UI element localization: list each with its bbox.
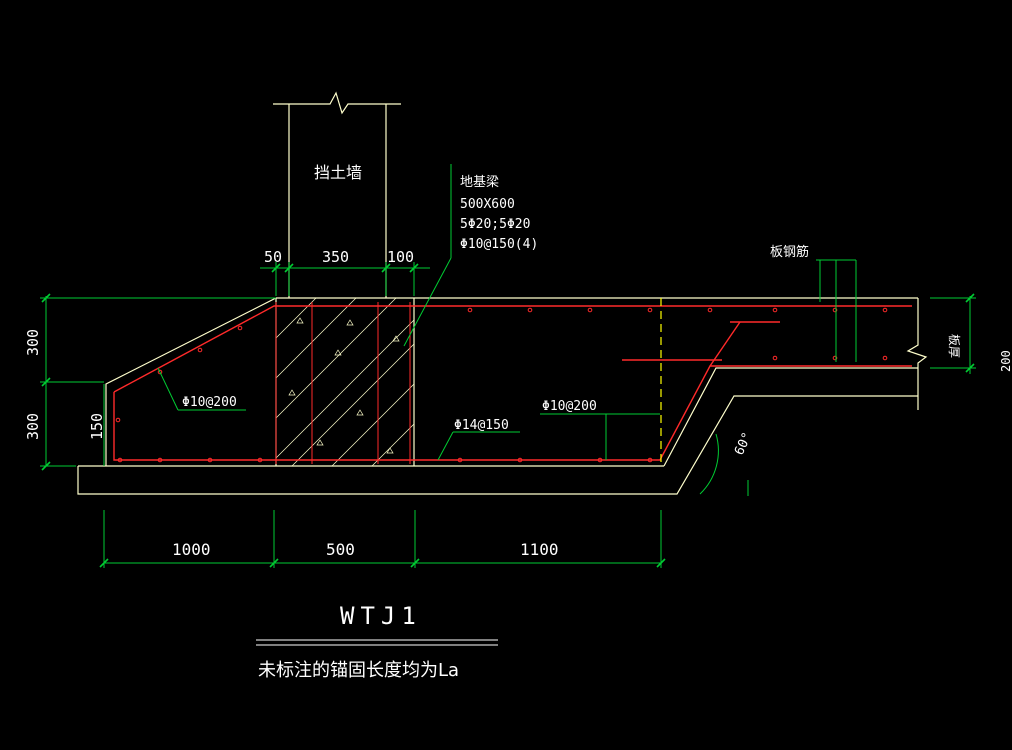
rebar-dots — [115, 307, 888, 463]
beam-size-label: 500X600 — [460, 197, 515, 212]
anchorage-note: 未标注的锚固长度均为La — [258, 660, 459, 681]
rebar-left-label: Φ10@200 — [182, 395, 237, 410]
slab-label: 板厚 — [947, 334, 961, 358]
slab-rebar-label: 板钢筋 — [770, 244, 809, 260]
section-outline — [77, 91, 928, 495]
dim-left-300-upper: 300 — [24, 329, 42, 356]
dimension-ticks — [41, 263, 975, 568]
rebar-right-label: Φ10@200 — [542, 399, 597, 414]
beam-title-label: 地基梁 — [460, 175, 499, 190]
dim-bottom-1100: 1100 — [520, 540, 559, 559]
beam-bars-label: 5Φ20;5Φ20 — [460, 217, 530, 232]
rebar-bottom-label: Φ14@150 — [454, 418, 509, 433]
dim-bottom-1000: 1000 — [172, 540, 211, 559]
drawing-title: WTJ1 — [340, 602, 422, 630]
dim-left-300-lower: 300 — [24, 413, 42, 440]
beam-stirrup-label: Φ10@150(4) — [460, 237, 538, 252]
dim-top-100: 100 — [387, 248, 414, 266]
dim-bottom-500: 500 — [326, 540, 355, 559]
retaining-wall-label: 挡土墙 — [314, 163, 362, 182]
angle-label: 60° — [732, 430, 756, 458]
dim-right-clip: 200 — [999, 350, 1012, 372]
dimension-lines — [40, 164, 976, 568]
dim-top-350: 350 — [322, 248, 349, 266]
dim-top-50: 50 — [264, 248, 282, 266]
beam-hatch — [275, 297, 415, 467]
dim-left-150: 150 — [88, 413, 106, 440]
rebar — [113, 302, 912, 464]
